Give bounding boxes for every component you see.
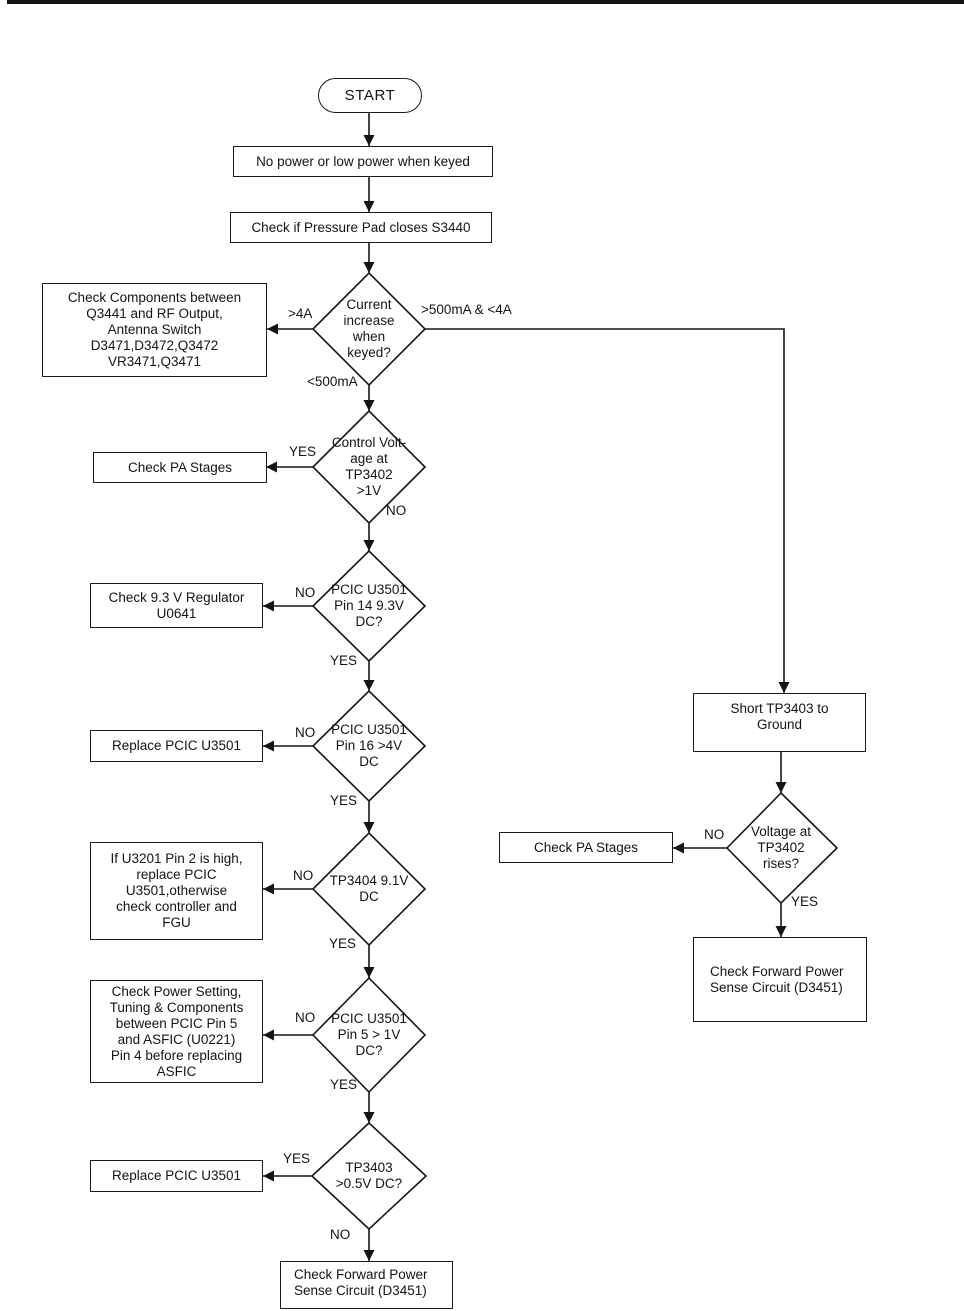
- edge-label-d6-no: NO: [295, 1010, 316, 1025]
- decision-label-pcic-pin5: PCIC U3501 Pin 5 > 1V DC?: [331, 1011, 407, 1058]
- edge-label-d3-no: NO: [295, 585, 316, 600]
- decision-diamond-control-voltage: [311, 409, 427, 525]
- edge-label-d7-no: NO: [330, 1227, 351, 1242]
- decision-label-pcic-pin16: PCIC U3501 Pin 16 >4V DC: [331, 722, 407, 769]
- process-check-pa-stages-right: Check PA Stages: [499, 832, 673, 863]
- process-replace-pcic-2: Replace PCIC U3501: [90, 1160, 263, 1192]
- decision-label-control-voltage: Control Volt- age at TP3402 >1V: [331, 435, 407, 498]
- process-check-forward-bottom: Check Forward Power Sense Circuit (D3451…: [280, 1261, 453, 1309]
- process-pressure-pad: Check if Pressure Pad closes S3440: [230, 212, 492, 243]
- edge-current-to-short-tp3403: [425, 328, 790, 693]
- edge-label-d2-no: NO: [386, 503, 407, 518]
- page-top-rule: [7, 0, 964, 4]
- decision-diamond-tp3404: [311, 831, 427, 947]
- edge-label-d8-yes: YES: [791, 894, 819, 909]
- edge-label-d6-yes: YES: [330, 1077, 358, 1092]
- decision-label-pcic-pin14: PCIC U3501 Pin 14 9.3V DC?: [331, 582, 407, 629]
- process-check-pa-stages-left: Check PA Stages: [93, 452, 267, 483]
- edge-label-d4-yes: YES: [330, 793, 358, 808]
- edge-label-gt4a: >4A: [288, 306, 313, 321]
- process-check-forward-right: Check Forward Power Sense Circuit (D3451…: [693, 937, 867, 1022]
- edge-label-d3-yes: YES: [330, 653, 358, 668]
- process-if-u3201: If U3201 Pin 2 is high, replace PCIC U35…: [90, 842, 263, 940]
- process-check-regulator: Check 9.3 V Regulator U0641: [90, 583, 263, 628]
- process-no-power: No power or low power when keyed: [233, 146, 493, 177]
- edge-label-d7-yes: YES: [283, 1151, 311, 1166]
- edge-label-d4-no: NO: [295, 725, 316, 740]
- decision-diamond-pcic-pin16: [311, 689, 427, 803]
- edge-label-lt500ma: <500mA: [307, 374, 358, 389]
- edge-label-d5-no: NO: [293, 868, 314, 883]
- process-replace-pcic-1: Replace PCIC U3501: [90, 730, 263, 762]
- decision-label-tp3403: TP3403 >0.5V DC?: [335, 1160, 403, 1191]
- decision-diamond-current-increase: [311, 271, 427, 387]
- process-short-tp3403: Short TP3403 to Ground: [693, 693, 866, 752]
- decision-diamond-pcic-pin14: [311, 549, 427, 663]
- decision-label-current-increase: Current increase when keyed?: [343, 297, 395, 360]
- edge-label-midrange: >500mA & <4A: [421, 302, 512, 317]
- decision-diamond-pcic-pin5: [311, 976, 427, 1094]
- decision-diamond-voltage-rises: [725, 791, 839, 905]
- start-node: START: [318, 78, 422, 113]
- decision-label-tp3404: TP3404 9.1V DC: [329, 873, 409, 904]
- decision-diamond-tp3403: [310, 1121, 428, 1231]
- edge-label-d8-no: NO: [704, 827, 725, 842]
- edge-label-d2-yes: YES: [289, 444, 317, 459]
- process-check-components: Check Components between Q3441 and RF Ou…: [42, 283, 267, 377]
- decision-label-voltage-rises: Voltage at TP3402 rises?: [750, 824, 812, 871]
- edge-label-d5-yes: YES: [329, 936, 357, 951]
- process-check-power-setting: Check Power Setting, Tuning & Components…: [90, 980, 263, 1083]
